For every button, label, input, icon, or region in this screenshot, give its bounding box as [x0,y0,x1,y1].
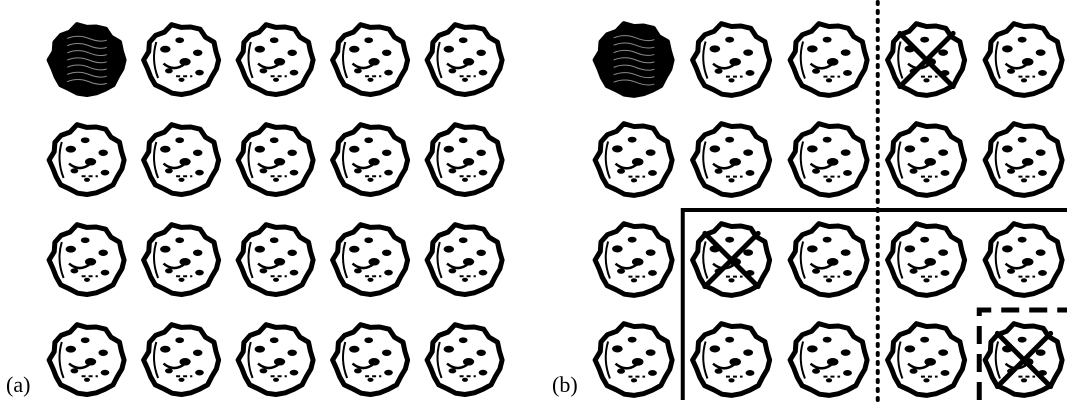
cookie-icon [144,325,219,395]
cookie-icon [333,325,408,395]
cookie-icon [238,125,313,195]
cookie-icon [888,224,965,296]
cookie-icon [790,224,867,296]
cookie-icon [595,324,672,396]
cookie-icon [238,25,313,95]
cookie-icon [333,25,408,95]
cookie-icon [693,324,770,396]
cookie-icon [144,225,219,295]
cookie-icon [985,224,1062,296]
panel-b-label: (b) [552,372,578,398]
panel-a-label: (a) [6,372,30,398]
cookie-icon [595,124,672,196]
cookie-icon [888,324,965,396]
cookie-icon [693,124,770,196]
cookie-icon [144,25,219,95]
cookie-icon [693,24,770,96]
cookie-icon [985,124,1062,196]
cookie-icon [427,125,502,195]
cookie-icon [595,24,672,96]
cookie-icon [427,225,502,295]
cookie-icon [693,224,770,296]
cookie-icon [427,325,502,395]
cookie-icon [595,224,672,296]
panel-b-grid [595,0,1067,400]
cookie-icon [790,24,867,96]
cookie-icon [238,325,313,395]
cookie-icon [790,124,867,196]
cookie-icon [333,225,408,295]
cookie-icon [790,324,867,396]
cookie-icon [427,25,502,95]
cookie-icon [985,324,1062,396]
cookie-icon [144,125,219,195]
cookie-icon [49,225,124,295]
cookie-icon [333,125,408,195]
cookie-icon [49,25,124,95]
cookie-icon [49,325,124,395]
cookie-icon [888,24,965,96]
cookie-icon [238,225,313,295]
cookie-icon [49,125,124,195]
cookie-icon [985,24,1062,96]
cookie-icon [888,124,965,196]
panel-a-grid [49,25,502,395]
